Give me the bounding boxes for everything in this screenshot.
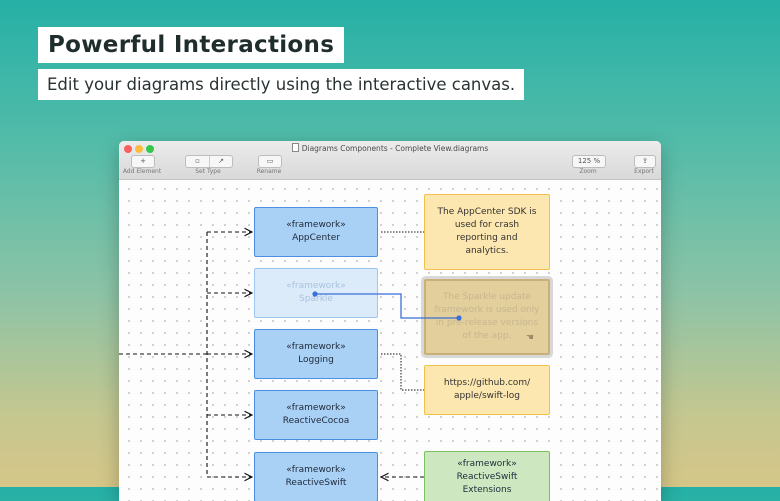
- set-type-control[interactable]: ▫↗: [185, 155, 233, 168]
- selection-connector: [312, 291, 462, 321]
- title-bar: Diagrams Components - Complete View.diag…: [119, 141, 661, 180]
- note-line: The Sparkle update: [442, 292, 532, 302]
- node-stereotype: «framework»: [286, 220, 346, 230]
- note-line: The AppCenter SDK is: [437, 207, 537, 217]
- headline: Powerful Interactions: [38, 27, 345, 63]
- node-stereotype: «framework»: [286, 465, 346, 475]
- note-line: https://github.com/: [443, 378, 531, 388]
- zoom-window-button[interactable]: [146, 145, 154, 153]
- share-icon: ⇪: [642, 157, 648, 165]
- note-line: apple/swift-log: [453, 391, 521, 401]
- zoom-select[interactable]: 125 %: [572, 155, 606, 168]
- note-line: framework is used only: [434, 305, 540, 315]
- node-stereotype: «framework»: [286, 281, 346, 291]
- diagram-canvas[interactable]: «framework» AppCenter «framework» Sparkl…: [119, 180, 661, 501]
- node-name: Logging: [298, 355, 334, 365]
- note-logging[interactable]: https://github.com/ apple/swift-log: [424, 365, 550, 415]
- node-stereotype: «framework»: [286, 403, 346, 413]
- node-reactivecocoa[interactable]: «framework» ReactiveCocoa: [254, 390, 378, 440]
- type-arrow-icon[interactable]: ↗: [209, 156, 232, 167]
- note-appcenter[interactable]: The AppCenter SDK is used for crash repo…: [424, 194, 550, 270]
- export-button[interactable]: ⇪: [634, 155, 656, 168]
- close-button[interactable]: [124, 145, 132, 153]
- connector-lines: [119, 180, 424, 501]
- set-type-label: Set Type: [195, 168, 221, 175]
- connector-handle[interactable]: [456, 315, 462, 321]
- rename-button[interactable]: ▭: [258, 155, 282, 168]
- node-name: AppCenter: [292, 233, 340, 243]
- app-window: Diagrams Components - Complete View.diag…: [119, 141, 661, 501]
- type-box-icon[interactable]: ▫: [195, 157, 200, 165]
- connector-handle[interactable]: [312, 291, 318, 297]
- note-line: reporting and: [456, 233, 518, 243]
- add-element-label: Add Element: [122, 168, 162, 175]
- zoom-value: 125 %: [577, 157, 601, 165]
- node-name: Sparkle: [299, 294, 333, 304]
- rename-label: Rename: [256, 168, 282, 175]
- add-element-button[interactable]: +: [131, 155, 155, 168]
- cursor-hand-icon: ☚: [525, 333, 534, 343]
- node-name: ReactiveSwift: [285, 478, 347, 488]
- node-appcenter[interactable]: «framework» AppCenter: [254, 207, 378, 257]
- node-logging[interactable]: «framework» Logging: [254, 329, 378, 379]
- note-line: used for crash: [454, 220, 520, 230]
- note-sparkle-selected[interactable]: The Sparkle update framework is used onl…: [424, 279, 550, 355]
- export-label: Export: [634, 168, 654, 175]
- subheadline: Edit your diagrams directly using the in…: [38, 69, 525, 100]
- node-stereotype: «framework»: [286, 342, 346, 352]
- window-title: Diagrams Components - Complete View.diag…: [119, 143, 661, 153]
- note-line: analytics.: [465, 246, 509, 256]
- note-line: in pre-release versions: [435, 318, 539, 328]
- plus-icon: +: [140, 157, 146, 165]
- window-title-text: Diagrams Components - Complete View.diag…: [301, 144, 489, 153]
- zoom-label: Zoom: [579, 168, 597, 175]
- rename-icon: ▭: [266, 157, 274, 165]
- note-line: of the app.: [462, 331, 512, 341]
- node-stereotype: «framework»: [457, 459, 517, 469]
- node-name: ReactiveCocoa: [282, 416, 350, 426]
- minimize-button[interactable]: [135, 145, 143, 153]
- node-name: ReactiveSwift: [456, 472, 518, 482]
- document-icon: [291, 143, 299, 152]
- note-link-logging: [381, 353, 424, 391]
